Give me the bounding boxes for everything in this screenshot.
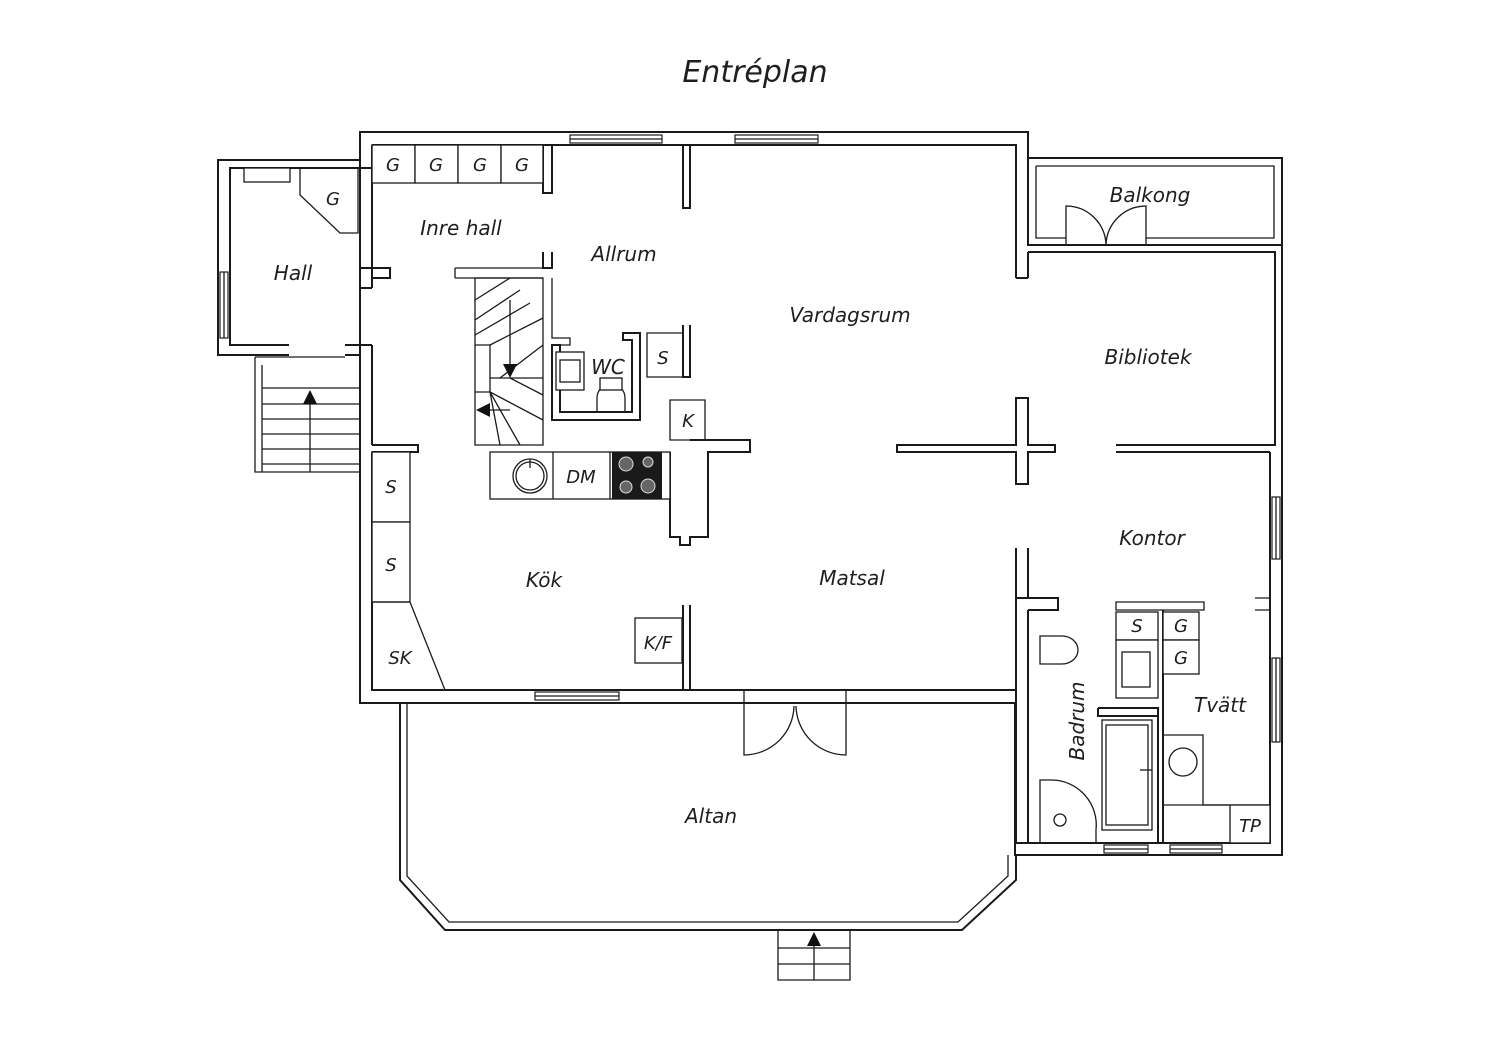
room-labels: Hall Inre hall Allrum Vardagsrum Balkong… — [274, 183, 1247, 828]
dishwasher-label: DM — [566, 467, 596, 488]
room-label-bibliotek: Bibliotek — [1104, 345, 1192, 369]
altan-deck — [399, 703, 1017, 981]
inner-staircase — [474, 277, 544, 446]
interior-walls — [360, 145, 1270, 843]
wardrobe-label: G — [386, 155, 400, 176]
room-label-inre-hall: Inre hall — [420, 216, 502, 240]
room-label-kok: Kök — [526, 568, 564, 592]
up-arrow-icon — [807, 932, 821, 946]
room-label-hall: Hall — [274, 261, 313, 285]
plan-title: Entréplan — [682, 55, 827, 90]
room-label-balkong: Balkong — [1110, 183, 1191, 207]
room-label-kontor: Kontor — [1119, 526, 1186, 550]
fixtures — [243, 144, 1271, 844]
cabinet-label: S — [657, 348, 668, 369]
down-arrow-icon — [503, 364, 517, 378]
stair-arrows — [303, 364, 821, 946]
fixture-labels: G G G G G S K DM S S SK K/F S G G TP — [326, 155, 1261, 837]
room-label-matsal: Matsal — [819, 566, 885, 590]
doors — [743, 205, 1147, 756]
wardrobe-label: G — [473, 155, 487, 176]
room-label-badrum: Badrum — [1065, 681, 1089, 760]
room-label-tvatt: Tvätt — [1194, 693, 1247, 717]
wardrobe-label: G — [1174, 616, 1188, 637]
room-label-allrum: Allrum — [589, 242, 656, 266]
windows — [219, 134, 1281, 854]
room-label-vardagsrum: Vardagsrum — [789, 303, 910, 327]
room-label-altan: Altan — [683, 804, 737, 828]
left-arrow-icon — [476, 403, 490, 417]
broom-closet-label: SK — [388, 648, 412, 669]
cabinet-label: S — [385, 555, 396, 576]
wardrobe-label: G — [429, 155, 443, 176]
wardrobe-label: G — [1174, 648, 1188, 669]
up-arrow-icon — [303, 390, 317, 404]
cabinet-label: S — [385, 477, 396, 498]
wardrobe-label: G — [515, 155, 529, 176]
room-label-wc: WC — [591, 355, 625, 379]
fridge-freezer-label: K/F — [644, 633, 673, 654]
cabinet-label: K — [682, 411, 695, 432]
drying-cabinet-label: TP — [1239, 816, 1261, 837]
wardrobe-label: G — [326, 189, 340, 210]
cabinet-label: S — [1131, 616, 1142, 637]
